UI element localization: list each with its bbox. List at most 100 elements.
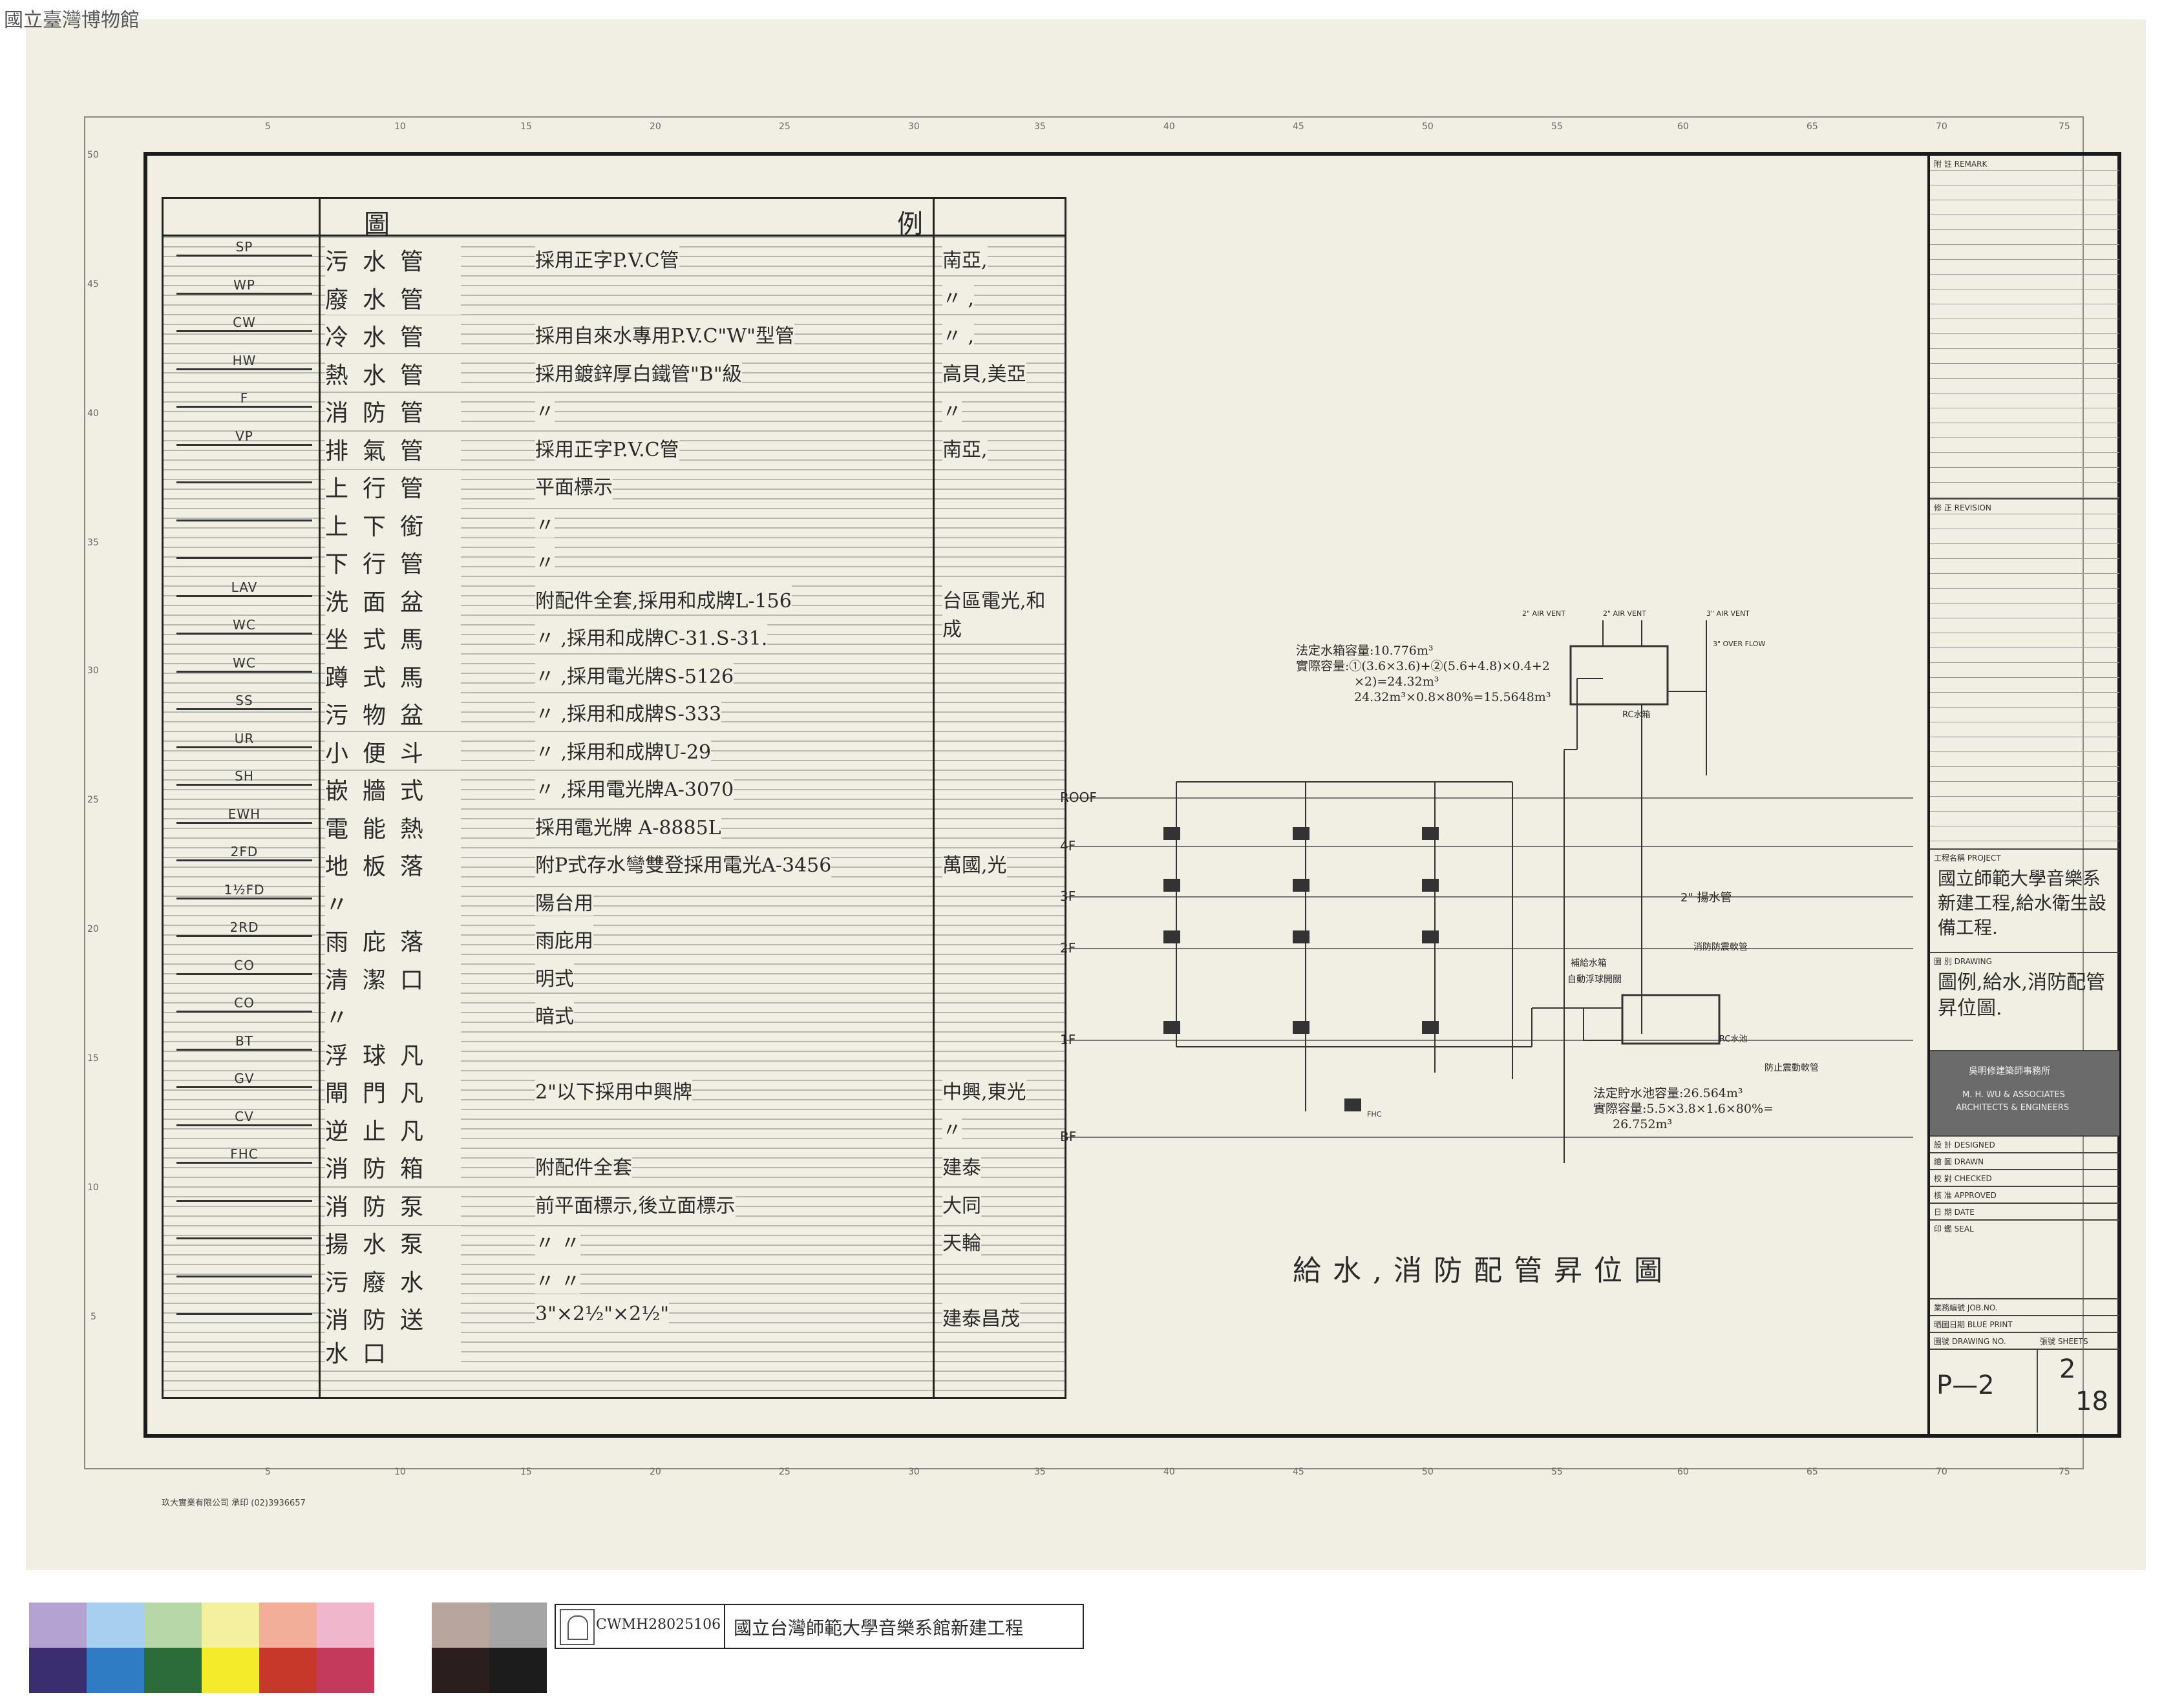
color-swatch [144,1602,202,1693]
approved-label: 核 准 APPROVED [1934,1191,1997,1200]
ruler-tick: 30 [908,1467,920,1477]
ruler-tick: 40 [1163,121,1175,132]
cistern [1621,994,1721,1045]
remark-label: 附 註 REMARK [1934,158,1988,169]
catalog-id: CWMH28025106 [596,1617,721,1633]
seal-label: 印 鑑 SEAL [1934,1224,1974,1234]
legend-row: CO 〃 暗式 [164,993,1065,1033]
color-swatch [374,1602,432,1693]
firm-box: 吳明修建築師事務所 M. H. WU & ASSOCIATES ARCHITEC… [1930,1051,2119,1137]
seal-box: 印 鑑 SEAL [1930,1221,2119,1299]
symbol-code: EWH [228,806,261,822]
pipe-symbol-icon: GV [176,1071,312,1097]
fhc-icon [1344,1098,1361,1111]
pipe-symbol-icon: HW [176,353,312,379]
floor-label: 1F [1060,1032,1076,1047]
item-brand: 建泰 [942,1151,981,1180]
pipe-symbol-icon: CO [176,958,312,983]
item-spec: 採用鍍鋅厚白鐵管"B"級 [535,357,742,386]
revision-box: 修 正 REVISION [1930,499,2119,850]
checked-row: 校 對 CHECKED [1930,1170,2119,1187]
pipe-symbol-icon [176,472,312,492]
fhc-icon [1422,827,1439,840]
legend-divider [319,199,321,1397]
item-brand: 建泰昌茂 [942,1303,1020,1331]
item-spec: 〃 ,採用和成牌U-29 [535,735,712,764]
legend-row: WC 坐式馬桶 〃 ,採用和成牌C-31.S-31. [164,615,1065,688]
item-brand: 台區電光,和成 [942,584,1065,642]
pipe-symbol-icon: FHC [176,1146,312,1172]
sheet-total: 18 [2075,1387,2108,1416]
symbol-code: SH [235,768,254,784]
symbol-code: BT [235,1033,253,1049]
item-name: 廢水管 [325,280,461,315]
date-label: 日 期 DATE [1934,1208,1975,1217]
revision-label: 修 正 REVISION [1934,502,1991,513]
color-calibration-strip [29,1602,547,1693]
item-name: 污物盆 [325,697,461,730]
pipe-label: 2" AIR VENT [1603,609,1646,618]
symbol-code: CO [234,995,255,1011]
pipe-symbol-icon: 2RD [176,919,312,945]
ruler-tick: 20 [650,1467,661,1477]
drawn-row: 繪 圖 DRAWN [1930,1153,2119,1170]
note-line: 24.32m³×0.8×80%=15.5648m³ [1354,690,1551,704]
symbol-code: FHC [230,1146,259,1162]
pipe-symbol-icon: 2FD [176,844,312,870]
ruler-tick: 65 [1807,1467,1818,1477]
ruler-tick: 35 [1034,121,1046,132]
fhc-icon [1422,879,1439,892]
symbol-code: 2RD [229,919,259,935]
ruler-tick: 65 [1807,121,1818,132]
pipe-label: 3" AIR VENT [1706,609,1750,618]
ruler-tick: 35 [1034,1467,1046,1477]
item-name: 排氣管 [325,432,461,466]
item-spec: 2"以下採用中興牌 [535,1076,692,1104]
firm-name-en: M. H. WU & ASSOCIATES [1962,1090,2065,1100]
pipe-symbol-icon [176,510,312,530]
roof-water-tank [1569,645,1669,706]
pipe-symbol-icon: SH [176,768,312,794]
item-name: 〃 [325,999,461,1033]
museum-logo-icon [560,1609,595,1645]
ruler-tick: 25 [779,1467,790,1477]
caption-divider [724,1605,725,1648]
ruler-tick: 10 [87,1182,99,1193]
symbol-code: VP [235,428,253,444]
ruler-tick: 50 [87,150,99,160]
item-name: 下行管 [325,545,461,579]
legend-row: HW 熱水管 採用鍍鋅厚白鐵管"B"級 高貝,美亞 [164,350,1065,390]
legend-row: GV 閘門凡而 2"以下採用中興牌 中興,東光 [164,1068,1065,1142]
legend-row: WC 蹲式馬桶 〃 ,採用電光牌S-5126 [164,653,1065,726]
note-line: 法定水箱容量:10.776m³ [1296,644,1434,658]
color-swatch [87,1602,144,1693]
item-name: 清潔口 [325,961,461,995]
symbol-code: UR [234,730,255,746]
legend-row: WP 廢水管 〃 , [164,275,1065,315]
designed-row: 設 計 DESIGNED [1930,1137,2119,1153]
item-name: 〃 [325,885,461,919]
sheets-label: 張號 SHEETS [2040,1337,2088,1346]
legend-row: SH 嵌牆式淋浴設備 〃 ,採用電光牌A-3070 [164,766,1065,873]
item-spec: 〃 ,採用和成牌S-333 [535,698,722,726]
ruler-tick: 50 [1422,1467,1434,1477]
legend-row: F 消防管 〃 〃 [164,388,1065,428]
printer-note: 玖大實業有限公司 承印 (02)3936657 [162,1498,306,1508]
ruler-tick: 5 [265,121,271,132]
fhc-icon [1293,930,1309,943]
ruler-tick: 15 [520,121,532,132]
legend-divider [933,199,935,1397]
pipe-symbol-icon: WP [176,277,312,303]
fhc-icon [1293,1021,1309,1034]
item-spec: 3"×2½"×2½" [535,1303,670,1325]
ruler-tick: 15 [87,1053,99,1064]
ruler-tick: 20 [650,121,661,132]
remark-box: 附 註 REMARK [1930,156,2119,499]
makeup-tank [1583,1007,1623,1041]
pipe-label: 2" AIR VENT [1522,609,1565,618]
blue-print-row: 晒圖日期 BLUE PRINT [1930,1316,2119,1333]
ruler-tick: 5 [265,1467,271,1477]
approved-row: 核 准 APPROVED [1930,1187,2119,1204]
drawn-label: 繪 圖 DRAWN [1934,1157,1984,1166]
pipe-label: 2" 揚水管 [1680,891,1732,905]
